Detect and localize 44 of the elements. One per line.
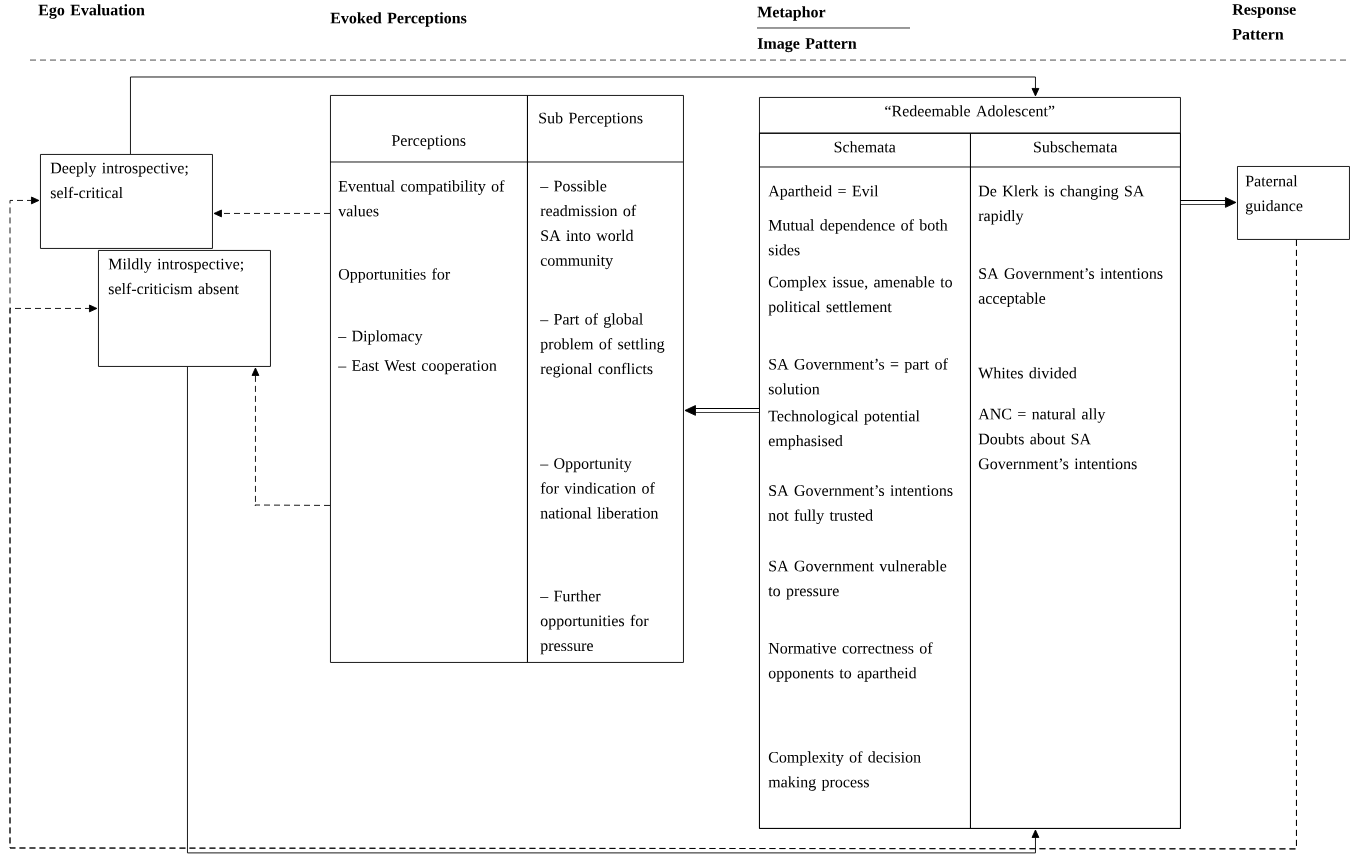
list-item: Mutual dependence of both sides bbox=[768, 219, 948, 256]
list-item: Technological potential emphasised bbox=[768, 410, 920, 450]
list-item: SA Government’s intentions not fully trusted bbox=[768, 485, 953, 525]
column-heading: Metaphor bbox=[757, 6, 826, 21]
list-item: – Diplomacy bbox=[338, 330, 423, 345]
text-box: Mildly introspective; self-criticism absent bbox=[98, 250, 271, 367]
text-box: Paternal guidance bbox=[1237, 166, 1350, 240]
list-item: SA Government’s = part of solution bbox=[768, 358, 948, 395]
column-header: Subschemata bbox=[1034, 141, 1118, 153]
list-item: Doubts about SA Government’s intentions bbox=[978, 433, 1137, 470]
list-item: De Klerk is changing SA rapidly bbox=[978, 185, 1145, 225]
text-box: Deeply introspective; self-critical bbox=[40, 154, 213, 249]
list-item: SA Government vulnerable to pressure bbox=[768, 560, 947, 600]
list-item: ANC = natural ally bbox=[978, 408, 1106, 423]
list-item: – Further opportunities for pressure bbox=[540, 590, 649, 655]
arrow bbox=[251, 367, 331, 507]
table-column bbox=[758, 133, 971, 829]
column-heading: Response Pattern bbox=[1232, 4, 1296, 40]
list-item: Apartheid = Evil bbox=[768, 185, 879, 200]
column-heading: Image Pattern bbox=[757, 38, 857, 53]
arrow bbox=[130, 76, 1040, 155]
list-item: – Opportunity for vindication of national liberation bbox=[540, 458, 659, 519]
list-item: Opportunities for bbox=[338, 268, 451, 283]
arrow bbox=[684, 405, 759, 416]
column-header: Sub Perceptions bbox=[539, 112, 643, 127]
arrow bbox=[1180, 197, 1237, 208]
list-item: – East West cooperation bbox=[338, 360, 497, 375]
column-heading: Ego Evaluation bbox=[38, 4, 145, 19]
list-item: – Possible readmission of SA into world community bbox=[540, 180, 637, 270]
column-header: Perceptions bbox=[391, 135, 466, 150]
list-item: – Part of global problem of settling regional conflicts bbox=[540, 313, 665, 378]
list-item: Complexity of decision making process bbox=[768, 751, 921, 791]
list-item: Whites divided bbox=[978, 367, 1077, 379]
table-column bbox=[329, 95, 528, 663]
table-column bbox=[526, 95, 684, 663]
table-column bbox=[969, 133, 1181, 829]
arrow bbox=[213, 209, 331, 218]
list-item: Eventual compatibility of values bbox=[338, 180, 505, 217]
list-item: Complex issue, amenable to political settlement bbox=[768, 276, 952, 316]
list-item: SA Government’s intentions acceptable bbox=[978, 268, 1163, 308]
column-header: Schemata bbox=[834, 141, 896, 153]
column-heading: Evoked Perceptions bbox=[330, 12, 467, 27]
arrow bbox=[187, 366, 1040, 854]
list-item: Normative correctness of opponents to apartheid bbox=[768, 642, 933, 682]
